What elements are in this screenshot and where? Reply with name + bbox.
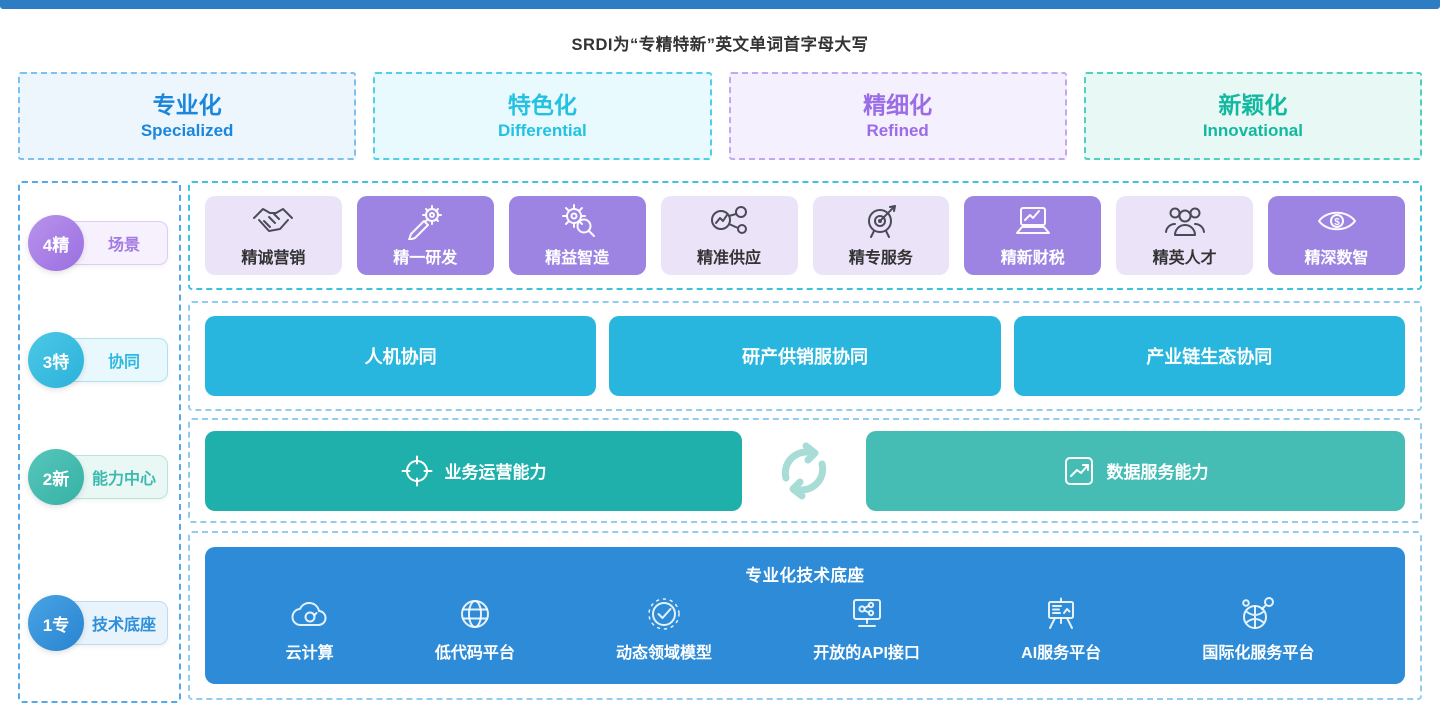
- cloud-icon: [290, 596, 330, 632]
- collaboration-row: 人机协同研产供销服协同产业链生态协同: [188, 301, 1422, 411]
- page-title: SRDI为“专精特新”英文单词首字母大写: [571, 36, 869, 54]
- crosshair-icon: [401, 455, 433, 487]
- scene-item-label: 精准供应: [697, 250, 762, 267]
- globe-intl-icon: [1238, 596, 1278, 632]
- scene-item-label: 精益智造: [545, 250, 610, 267]
- tech-item: 开放的API接口: [813, 596, 920, 663]
- header-zh-label: 特色化: [507, 92, 577, 118]
- header-box-refined: 精细化 Refined: [728, 72, 1067, 160]
- scene-item-label: 精深数智: [1304, 250, 1369, 267]
- capability-label: 业务运营能力: [444, 463, 547, 482]
- header-row: 专业化 Specialized 特色化 Differential 精细化 Ref…: [18, 72, 1422, 160]
- tech-item: 动态领域模型: [616, 596, 712, 663]
- handshake-icon: [251, 203, 295, 239]
- tech-item-label: 动态领域模型: [616, 645, 713, 662]
- header-en-label: Innovational: [1202, 120, 1303, 140]
- tech-item: 低代码平台: [435, 596, 515, 663]
- check-circle-icon: [645, 596, 683, 632]
- tech-base-title: 专业化技术底座: [745, 567, 865, 585]
- header-zh-label: 新颖化: [1218, 92, 1288, 118]
- tech-item: 云计算: [286, 596, 334, 663]
- pencil-gear-icon: [405, 203, 445, 240]
- chart-up-icon: [1063, 455, 1095, 487]
- scene-item-label: 精新财税: [1000, 250, 1065, 267]
- collaboration-item: 产业链生态协同: [1013, 316, 1405, 396]
- level-number: 2新: [28, 449, 84, 505]
- tech-items: 云计算 低代码平台 动态领域模型 开放的API接口 AI服务平台 国际化服务平台: [205, 596, 1405, 663]
- tech-base-row: 专业化技术底座 云计算 低代码平台 动态领域模型 开放的API接口 AI服务平台…: [188, 531, 1422, 700]
- tech-item-label: 低代码平台: [434, 645, 515, 662]
- scene-item: 精专服务: [812, 196, 950, 275]
- header-box-innovational: 新颖化 Innovational: [1083, 72, 1422, 160]
- scene-item-label: 精英人才: [1152, 250, 1217, 267]
- collaboration-item: 人机协同: [205, 316, 597, 396]
- header-en-label: Refined: [866, 120, 929, 140]
- collaboration-item: 研产供销服协同: [609, 316, 1001, 396]
- header-en-label: Specialized: [140, 120, 234, 140]
- target-dart-icon: [861, 203, 901, 239]
- header-en-label: Differential: [497, 120, 587, 140]
- scene-item: 精益智造: [508, 196, 646, 275]
- sidebar-levels: 场景 4精 协同 3特 能力中心 2新 技术底座 1专: [18, 181, 181, 703]
- sync-arrows-icon: [773, 440, 835, 502]
- data-service-box: 数据服务能力: [866, 430, 1405, 511]
- capability-label: 数据服务能力: [1106, 463, 1209, 482]
- tech-item-label: 国际化服务平台: [1202, 645, 1315, 662]
- scene-item: $ 精深数智: [1268, 196, 1405, 275]
- svg-text:$: $: [1334, 217, 1340, 228]
- tech-item-label: 开放的API接口: [813, 645, 920, 662]
- top-accent-bar: [0, 0, 1440, 9]
- scene-item: 精诚营销: [205, 196, 342, 275]
- capability-row: 业务运营能力 数据服务能力: [188, 418, 1422, 523]
- tech-item: AI服务平台: [1021, 596, 1101, 663]
- tech-item-label: AI服务平台: [1021, 645, 1102, 662]
- level-number: 1专: [28, 595, 84, 651]
- level-badge-scene: 场景 4精: [28, 215, 170, 271]
- level-badge-techbase: 技术底座 1专: [28, 595, 170, 651]
- business-operation-box: 业务运营能力: [205, 430, 742, 511]
- scene-item: 精准供应: [660, 196, 798, 275]
- header-box-differential: 特色化 Differential: [373, 72, 712, 160]
- level-number: 3特: [28, 332, 84, 388]
- header-zh-label: 专业化: [152, 92, 222, 118]
- header-box-specialized: 专业化 Specialized: [18, 72, 357, 160]
- level-number: 4精: [28, 215, 84, 271]
- people-icon: [1164, 203, 1206, 239]
- scene-item: 精一研发: [356, 196, 494, 275]
- scene-item-label: 精专服务: [848, 250, 913, 267]
- tech-base-box: 专业化技术底座 云计算 低代码平台 动态领域模型 开放的API接口 AI服务平台…: [205, 547, 1405, 684]
- scene-item: 精新财税: [964, 196, 1102, 275]
- scene-item-label: 精诚营销: [241, 250, 306, 267]
- eye-dollar-icon: $: [1315, 203, 1359, 239]
- tech-item: 国际化服务平台: [1202, 596, 1314, 663]
- level-badge-collaboration: 协同 3特: [28, 332, 170, 388]
- level-badge-capability: 能力中心 2新: [28, 449, 170, 505]
- presentation-icon: [1042, 596, 1080, 632]
- scene-row: 精诚营销 精一研发 精益智造 精准供应 精专服务 精新财税 精英人才 $ 精深数智: [188, 181, 1422, 290]
- header-zh-label: 精细化: [863, 92, 933, 118]
- gear-magnifier-icon: [557, 203, 597, 239]
- globe-grid-icon: [457, 596, 493, 632]
- network-icon: [707, 203, 751, 239]
- monitor-share-icon: [848, 596, 886, 632]
- laptop-chart-icon: [1012, 203, 1054, 239]
- scene-item-label: 精一研发: [393, 250, 458, 267]
- sync-connector: [742, 440, 866, 502]
- scene-item: 精英人才: [1116, 196, 1254, 275]
- tech-item-label: 云计算: [285, 645, 334, 662]
